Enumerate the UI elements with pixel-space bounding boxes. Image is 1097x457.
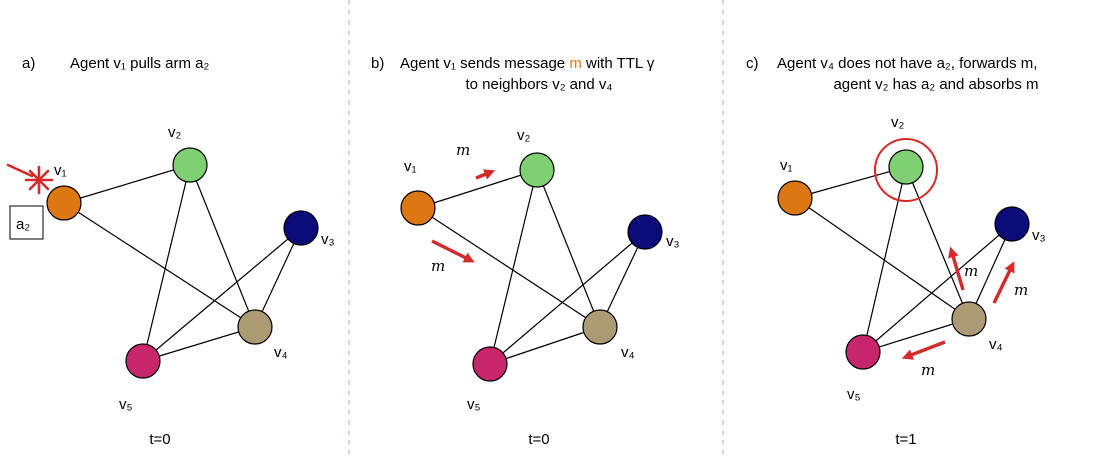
panel-c-nodes (777, 149, 1030, 370)
red-arrow-icon (992, 261, 1015, 304)
red-arrow-icon (475, 169, 496, 180)
panel-a-letter: a) (22, 55, 35, 72)
message-label-m: m (431, 257, 445, 275)
panel-c-caption-line1: Agent v₄ does not have a₂, forwards m, (777, 55, 1037, 72)
panel-a: a) Agent v₁ pulls arm a₂ v₁ v₂ v₃ v₄ v₅ (6, 55, 335, 448)
node-v2 (172, 147, 208, 183)
asterisk-burst-icon (6, 163, 54, 195)
label-v4: v₄ (274, 344, 288, 361)
node-v4 (951, 301, 987, 337)
node-v1 (777, 180, 813, 216)
node-v5 (845, 334, 881, 370)
red-arrow-icon (948, 246, 965, 291)
node-v3 (994, 206, 1030, 242)
panel-b-letter: b) (371, 55, 384, 72)
panel-b-caption-line1: Agent v₁ sends message m with TTL γ (400, 55, 655, 72)
message-label-m: m (1014, 281, 1028, 299)
red-arrow-icon (901, 340, 946, 360)
node-v4 (582, 309, 618, 345)
message-label-m: m (921, 361, 935, 379)
panel-b: b) Agent v₁ sends message m with TTL γ t… (371, 55, 680, 448)
node-v1 (400, 190, 436, 226)
arm-box-label: a₂ (16, 216, 30, 233)
panel-a-nodes (46, 147, 319, 379)
panel-c-edges (794, 166, 1013, 353)
label-v5: v₅ (119, 396, 133, 413)
panel-a-time: t=0 (149, 431, 170, 448)
label-v2: v₂ (891, 114, 905, 131)
panel-a-caption: Agent v₁ pulls arm a₂ (70, 55, 209, 72)
node-v2 (888, 149, 924, 185)
node-v5 (472, 346, 508, 382)
message-label-m: m (964, 262, 978, 280)
red-arrow-icon (431, 239, 475, 263)
message-label-m: m (456, 141, 470, 159)
label-v3: v₃ (321, 231, 335, 248)
panel-b-caption-line2: to neighbors v₂ and v₄ (465, 76, 612, 93)
label-v3: v₃ (666, 233, 680, 250)
panel-c-caption-line2: agent v₂ has a₂ and absorbs m (833, 76, 1038, 93)
label-v1: v₁ (780, 157, 793, 174)
label-v5: v₅ (467, 396, 481, 413)
label-v5: v₅ (847, 386, 861, 403)
panel-b-time: t=0 (528, 431, 549, 448)
panel-b-nodes (400, 152, 663, 382)
panel-c-time: t=1 (895, 431, 916, 448)
arm-box (9, 205, 44, 240)
label-v2: v₂ (517, 127, 531, 144)
node-v1 (46, 185, 82, 221)
panel-b-edges (417, 169, 646, 365)
absorb-highlight-ring (874, 138, 938, 202)
panel-a-edges (63, 164, 302, 362)
panel-c-letter: c) (746, 55, 759, 72)
label-v4: v₄ (989, 336, 1003, 353)
label-v3: v₃ (1032, 227, 1046, 244)
node-v4 (237, 309, 273, 345)
node-v3 (627, 214, 663, 250)
label-v1: v₁ (54, 162, 67, 179)
node-v3 (283, 210, 319, 246)
node-v2 (519, 152, 555, 188)
panel-c: c) Agent v₄ does not have a₂, forwards m… (746, 55, 1046, 448)
node-v5 (125, 343, 161, 379)
label-v4: v₄ (621, 344, 635, 361)
label-v2: v₂ (168, 124, 182, 141)
label-v1: v₁ (404, 158, 417, 175)
